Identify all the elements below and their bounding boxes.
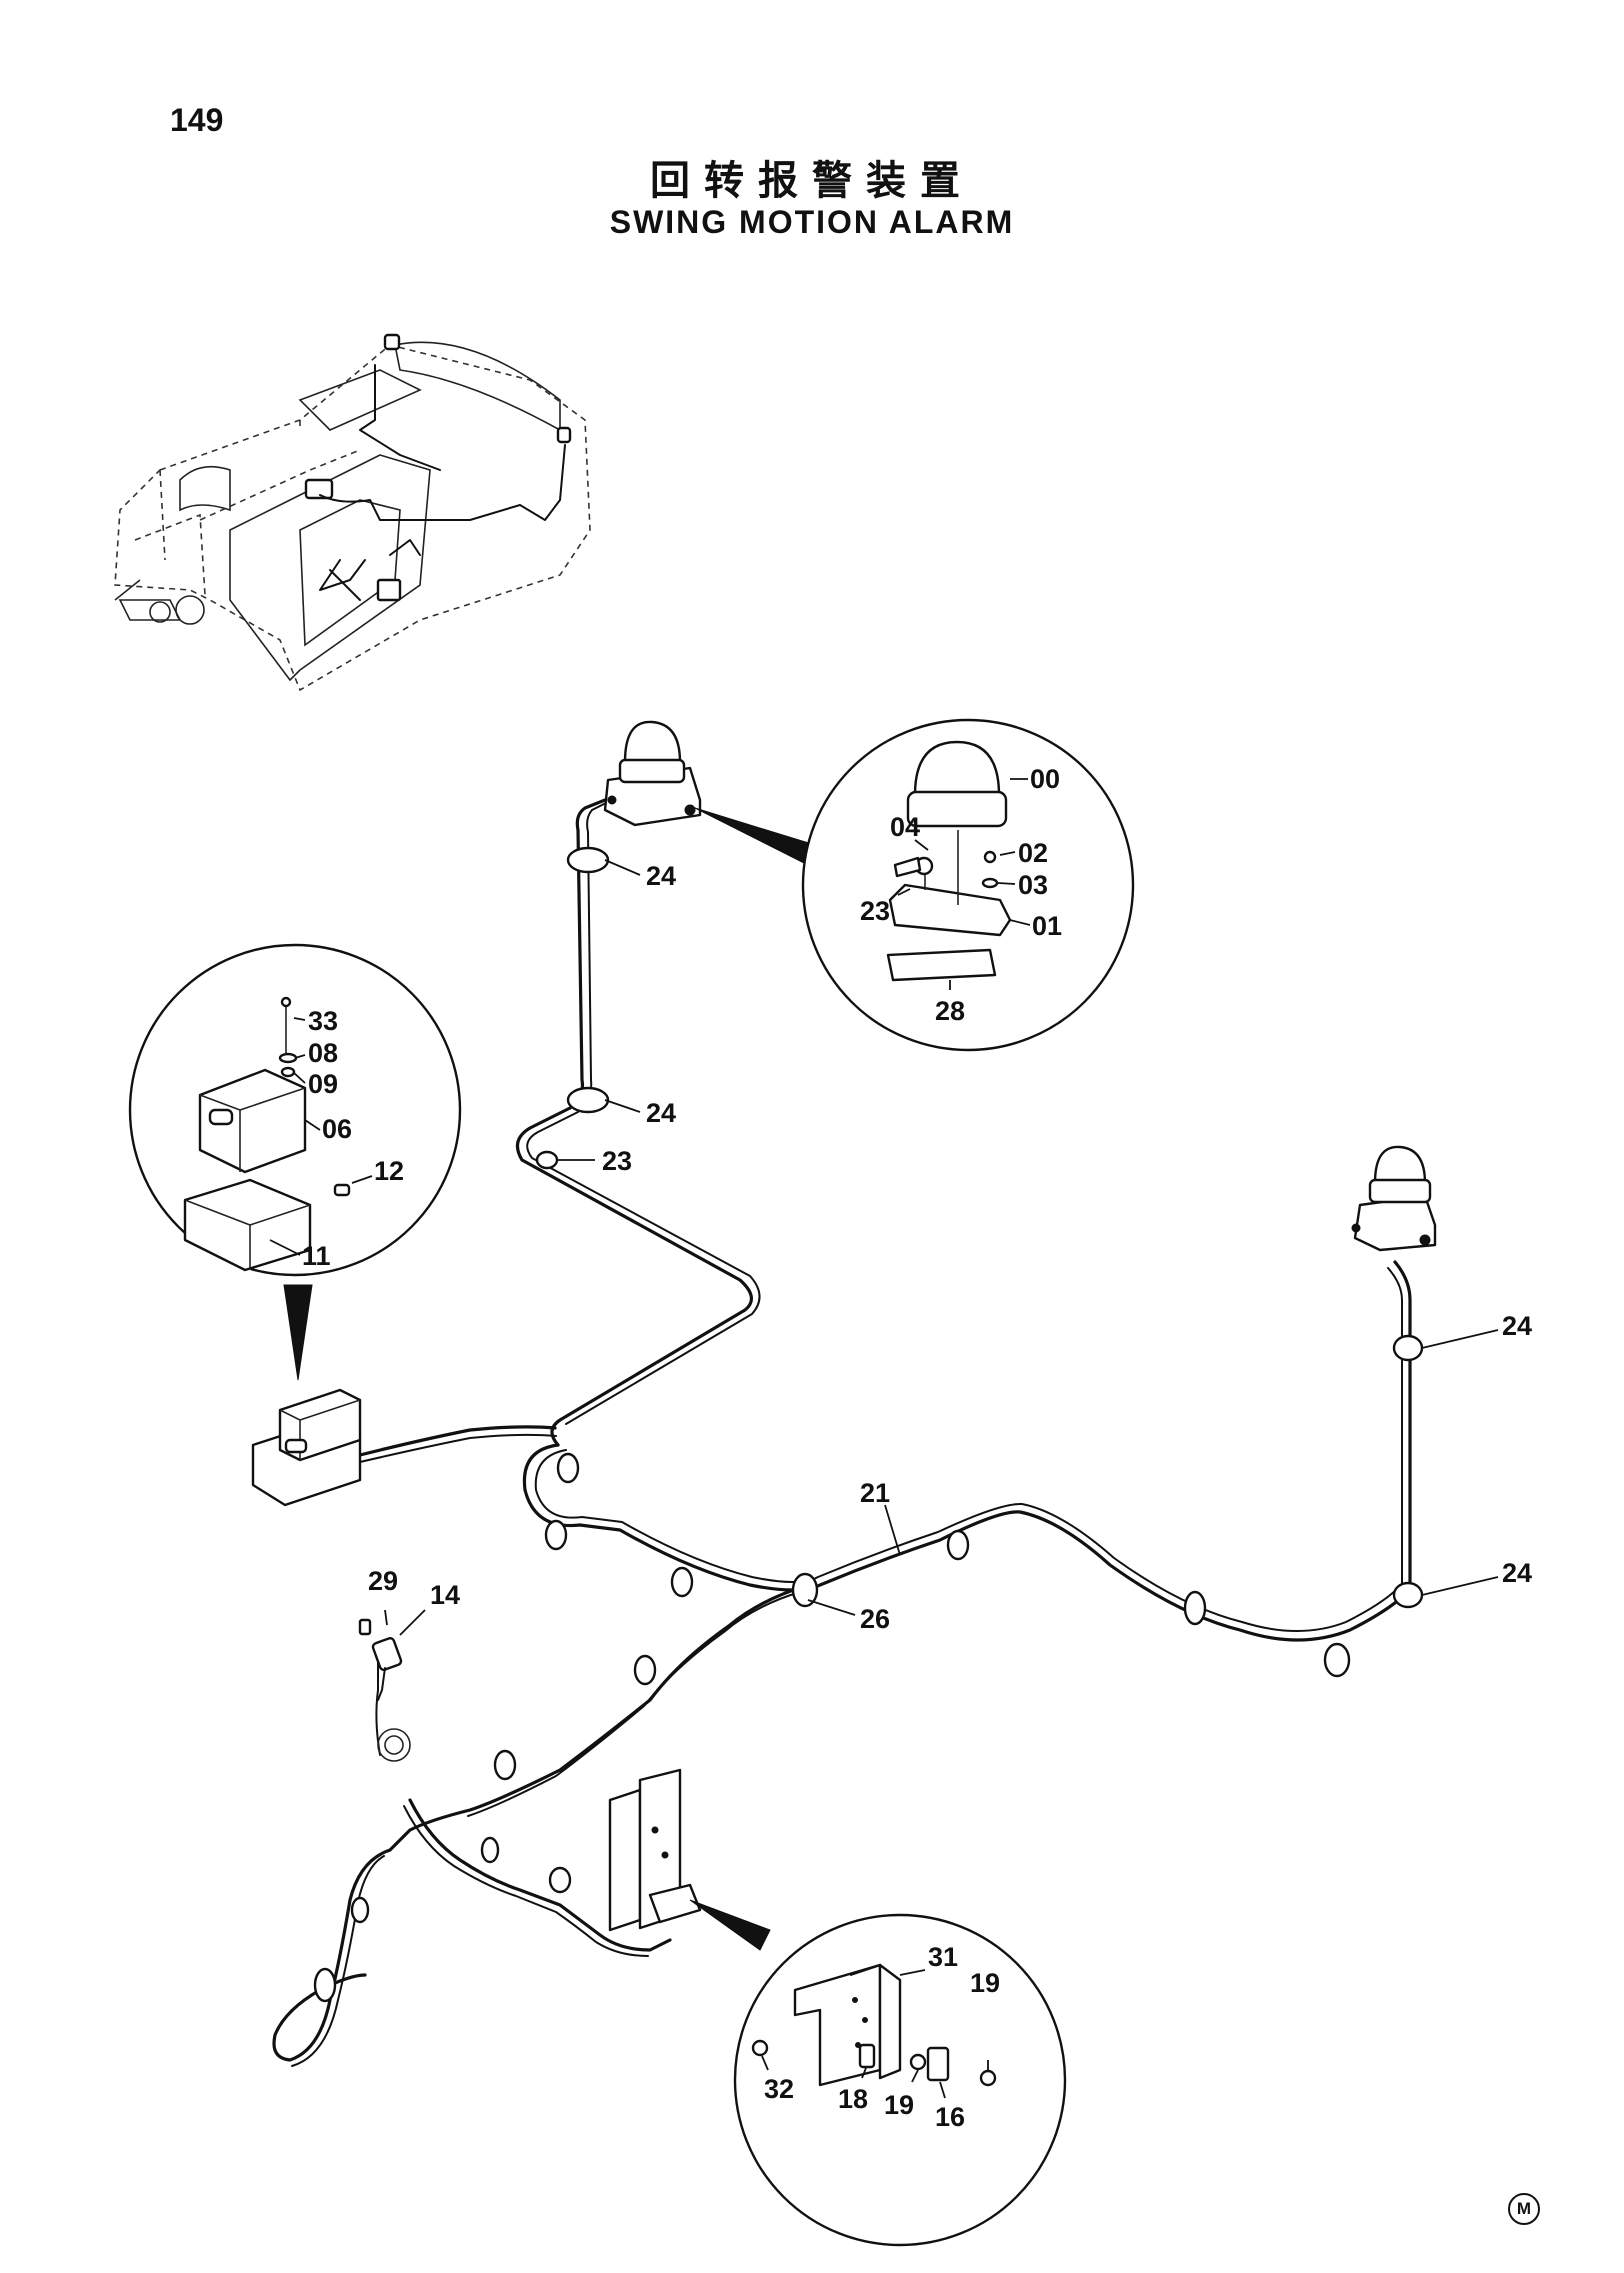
buzzer-assembly (358, 1618, 403, 1701)
main-harness (272, 798, 1412, 2067)
pointer-box-detail (283, 1284, 313, 1381)
callout-24-d: 24 (1502, 1558, 1532, 1588)
left-warning-lamp (603, 720, 702, 827)
callout-23-detail: 23 (860, 896, 890, 926)
callout-18: 18 (838, 2084, 868, 2114)
callout-19-left: 19 (884, 2090, 914, 2120)
callout-08: 08 (308, 1038, 338, 1068)
callout-23-main: 23 (602, 1146, 632, 1176)
callout-19-right: 19 (970, 1968, 1000, 1998)
detail-circle-relay (733, 1913, 1067, 2247)
title-english: SWING MOTION ALARM (609, 204, 1015, 240)
callout-11: 11 (302, 1241, 331, 1271)
callout-06: 06 (322, 1114, 352, 1144)
callout-21: 21 (860, 1478, 890, 1508)
harness-clamps (313, 846, 1424, 2003)
callout-04: 04 (890, 812, 920, 842)
callout-32: 32 (764, 2074, 794, 2104)
callout-33: 33 (308, 1006, 338, 1036)
callout-29: 29 (368, 1566, 398, 1596)
callout-12: 12 (374, 1156, 404, 1186)
corner-marker: M (1508, 2193, 1540, 2225)
callout-00: 00 (1030, 764, 1060, 794)
main-leader-lines (384, 859, 1499, 1636)
callout-31: 31 (928, 1942, 958, 1972)
relay-bracket (608, 1768, 702, 1932)
detail-circle-controller (128, 943, 462, 1277)
alarm-controller-box (251, 1388, 362, 1507)
machine-overview-illustration (114, 333, 591, 692)
callout-16: 16 (935, 2102, 965, 2132)
callout-28: 28 (935, 996, 965, 1026)
detail-circle-lamp (801, 718, 1135, 1052)
callout-03: 03 (1018, 870, 1048, 900)
pointer-lamp-detail (694, 807, 816, 866)
callout-24-a: 24 (646, 861, 676, 891)
callout-01: 01 (1032, 911, 1062, 941)
callout-26: 26 (860, 1604, 890, 1634)
right-warning-lamp (1351, 1145, 1437, 1252)
page-number: 149 (170, 102, 224, 138)
callout-09: 09 (308, 1069, 338, 1099)
title-chinese: 回转报警装置 (650, 158, 974, 204)
callout-24-c: 24 (1502, 1311, 1532, 1341)
pointer-relay-detail (689, 1899, 771, 1951)
callouts: 00 01 02 03 04 23 28 33 08 09 06 12 11 2… (302, 764, 1532, 2132)
callout-14: 14 (430, 1580, 460, 1610)
callout-02: 02 (1018, 838, 1048, 868)
callout-24-b: 24 (646, 1098, 676, 1128)
